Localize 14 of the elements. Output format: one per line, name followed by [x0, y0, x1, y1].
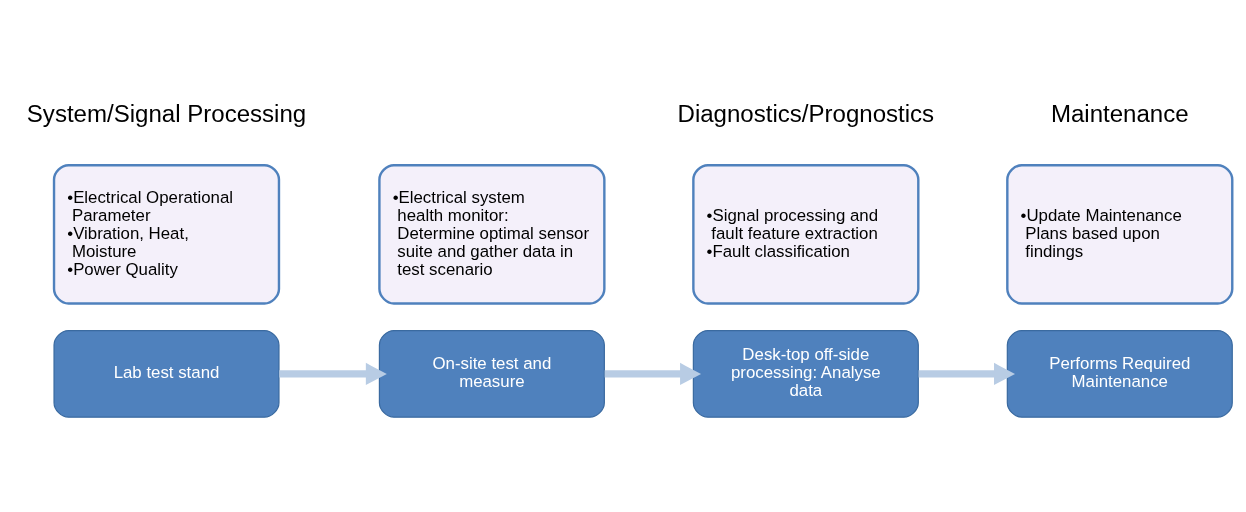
label: Maintenance	[1050, 100, 1189, 128]
node-box: •Electrical Operational Parameter •Vibration, Heat, Moisture •Power Quality	[52, 163, 281, 305]
node-box: •Signal processing and fault feature extraction •Fault classification	[692, 163, 920, 305]
node-box: Desk-top off-side processing: Analyse data	[692, 329, 919, 418]
node-box: Performs Required Maintenance	[1006, 329, 1233, 418]
node-box: Lab test stand	[53, 329, 280, 418]
label: System/Signal Processing	[26, 100, 307, 128]
label: Diagnostics/Prognostics	[677, 100, 935, 128]
node-box: •Update Maintenance Plans based upon findings	[1006, 163, 1234, 305]
arrow	[279, 362, 387, 385]
node-box: •Electrical system health monitor: Determine optimal sensor suite and gather data in test scenario	[378, 163, 606, 305]
arrow	[604, 362, 702, 385]
arrow	[918, 362, 1015, 385]
node-box: On-site test and measure	[378, 329, 605, 418]
